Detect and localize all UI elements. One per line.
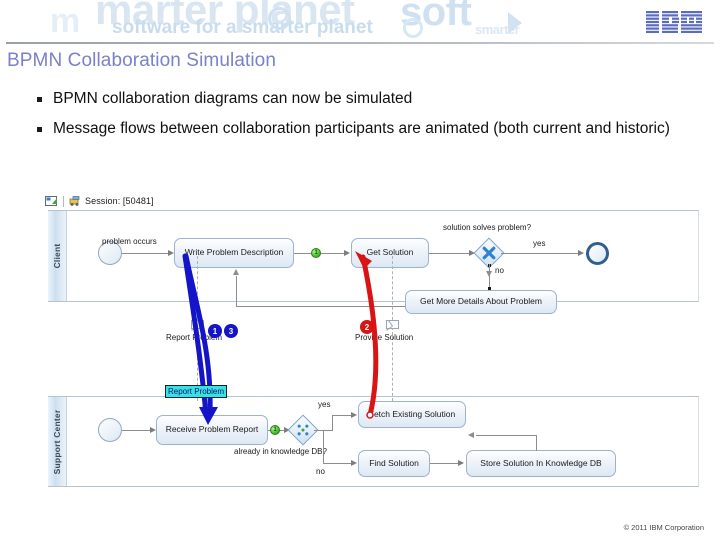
gateway-solution-solves-problem[interactable] (473, 237, 505, 269)
simulation-token-icon: 1 (270, 425, 280, 435)
page-title: BPMN Collaboration Simulation (7, 50, 277, 71)
message-flow-label-provide-solution: Provide Solution (355, 333, 414, 342)
watermark-ring-icon-2 (403, 18, 423, 38)
flow-label-yes: yes (533, 239, 546, 248)
start-event-support[interactable] (98, 418, 122, 442)
sequence-flow-no (323, 463, 353, 464)
gateway-already-in-knowledge-db[interactable] (287, 414, 319, 446)
sequence-flow-yes (332, 415, 353, 416)
pool-client: Client problem occurs Write Problem Desc… (48, 210, 699, 314)
token-count: 1 (314, 250, 318, 256)
watermark-chevron-icon (508, 12, 522, 34)
flow-arrow-icon (344, 249, 350, 256)
watermark-text-primary: marter planet (95, 0, 355, 33)
smarter-planet-watermark: m marter planet soft software for a smar… (0, 0, 720, 44)
flow-label-yes: yes (318, 400, 331, 409)
sequence-flow-loopback (476, 435, 536, 436)
flow-label-no: no (495, 266, 504, 275)
task-get-solution[interactable]: Get Solution (351, 238, 429, 268)
flow-waypoint (487, 287, 491, 290)
flow-arrow-icon (458, 459, 464, 466)
flow-label-problem-occurs: problem occurs (102, 237, 157, 246)
flow-arrow-icon (284, 426, 290, 433)
bpmn-collaboration-diagram: Session: [50481] Client problem occurs W… (0, 193, 720, 503)
lane-header-support-center: Support Center (48, 397, 67, 486)
flow-arrow-icon (485, 271, 492, 277)
selected-message-flow-label[interactable]: Report Problem (165, 385, 228, 398)
sequence-flow-loopback (236, 306, 405, 307)
session-label: Session: [50481] (85, 196, 154, 206)
task-store-solution-in-knowledge-db[interactable]: Store Solution In Knowledge DB (466, 450, 616, 477)
sequence-flow-yes (501, 253, 580, 254)
message-flow-badge-3: 3 (224, 324, 238, 338)
header-divider (6, 42, 714, 44)
gateway-label-client: solution solves problem? (443, 223, 532, 232)
task-write-problem-description[interactable]: Write Problem Description (174, 238, 294, 268)
bullet-marker-icon (37, 126, 42, 132)
flow-arrow-icon (578, 249, 584, 256)
sequence-flow-no (489, 264, 490, 290)
diagram-view-icon[interactable] (45, 195, 58, 207)
flow-arrow-icon (469, 249, 475, 256)
task-find-solution[interactable]: Find Solution (358, 450, 430, 477)
header-banner: m marter planet soft software for a smar… (0, 0, 720, 44)
bullet-list: BPMN collaboration diagrams can now be s… (33, 90, 703, 150)
watermark-text-faint: m (50, 2, 80, 40)
sequence-flow (122, 253, 170, 254)
message-flow-badge-2: 2 (360, 320, 374, 334)
lane-header-client: Client (48, 211, 67, 301)
sequence-flow-no (323, 430, 324, 463)
token-count: 1 (273, 427, 277, 433)
flow-arrow-icon (468, 431, 474, 438)
flow-arrow-icon (150, 426, 156, 433)
message-envelope-icon (386, 320, 399, 329)
list-item: BPMN collaboration diagrams can now be s… (33, 90, 703, 109)
gateway-label-support: already in knowledge DB? (234, 447, 327, 456)
flow-arrow-icon (232, 269, 239, 275)
ibm-logo (646, 11, 702, 33)
watermark-tagline: software for a smarter planet (112, 17, 373, 38)
flow-label-no: no (316, 467, 325, 476)
flow-arrow-icon (351, 411, 357, 418)
sequence-flow (122, 430, 152, 431)
lane-label: Client (52, 243, 62, 269)
task-receive-problem-report[interactable]: Receive Problem Report (156, 415, 268, 445)
bullet-text: Message flows between collaboration part… (53, 119, 670, 137)
lane-label: Support Center (52, 409, 62, 474)
sequence-flow-loopback (236, 276, 237, 307)
pool-support-center: Support Center Receive Problem Report 1 … (48, 396, 699, 487)
sequence-flow (429, 253, 471, 254)
bullet-marker-icon (37, 97, 42, 102)
sequence-flow-yes (332, 415, 333, 431)
watermark-ring-icon (268, 7, 291, 30)
simulation-session-icon[interactable] (69, 195, 82, 207)
list-item: Message flows between collaboration part… (33, 120, 703, 139)
message-flow-badge-1: 1 (208, 324, 222, 338)
bullet-text: BPMN collaboration diagrams can now be s… (53, 90, 413, 107)
session-bar: Session: [50481] (45, 195, 154, 207)
footer-copyright: © 2011 IBM Corporation (623, 523, 704, 532)
gateway-x-icon (482, 246, 496, 260)
task-get-more-details-about-problem[interactable]: Get More Details About Problem (405, 290, 557, 314)
flow-arrow-icon (168, 249, 174, 256)
gateway-complex-icon (297, 424, 309, 436)
sequence-flow (430, 463, 460, 464)
session-divider (63, 195, 64, 207)
sequence-flow-loopback (536, 435, 537, 451)
end-event-client[interactable] (586, 242, 609, 265)
task-fetch-existing-solution[interactable]: Fetch Existing Solution (358, 401, 466, 428)
flow-arrow-icon (351, 459, 357, 466)
start-event-client[interactable] (98, 241, 122, 265)
simulation-token-icon: 1 (311, 248, 321, 258)
message-envelope-icon (191, 320, 204, 329)
